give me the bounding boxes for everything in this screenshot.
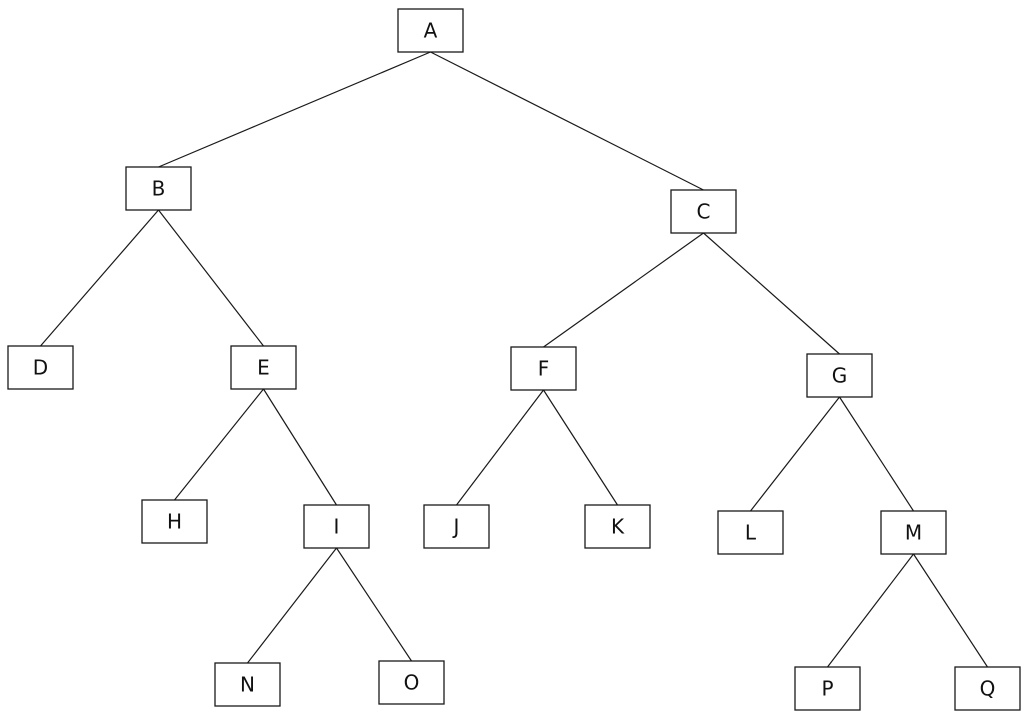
node-label: J xyxy=(452,515,460,539)
node-box xyxy=(510,346,577,391)
node-label: A xyxy=(424,19,438,43)
tree-node-o: O xyxy=(378,660,445,705)
tree-node-g: G xyxy=(806,353,873,398)
node-box xyxy=(378,660,445,705)
node-box xyxy=(303,504,370,549)
edge-i-o xyxy=(336,547,412,662)
node-label: I xyxy=(334,515,340,539)
node-label: Q xyxy=(980,677,996,701)
edge-m-p xyxy=(827,553,914,668)
node-label: H xyxy=(167,510,182,534)
node-box xyxy=(670,189,737,234)
edge-b-e xyxy=(158,209,264,347)
tree-node-k: K xyxy=(584,504,651,549)
edges-layer xyxy=(40,51,989,668)
node-label: E xyxy=(257,356,270,380)
node-box xyxy=(423,504,490,549)
edge-g-l xyxy=(750,396,840,512)
tree-node-c: C xyxy=(670,189,737,234)
tree-node-m: M xyxy=(880,510,947,555)
edge-e-i xyxy=(262,388,338,506)
edge-f-j xyxy=(456,389,544,506)
node-label: L xyxy=(745,521,757,545)
node-box xyxy=(880,510,947,555)
tree-node-e: E xyxy=(230,345,297,390)
tree-node-h: H xyxy=(141,499,208,544)
node-label: O xyxy=(404,671,420,695)
edge-m-q xyxy=(912,553,989,668)
node-label: M xyxy=(905,521,922,545)
edge-a-c xyxy=(430,51,704,191)
tree-node-f: F xyxy=(510,346,577,391)
node-box xyxy=(141,499,208,544)
node-box xyxy=(397,8,464,53)
edge-c-f xyxy=(543,232,704,348)
node-box xyxy=(214,662,281,707)
node-label: K xyxy=(611,515,625,539)
edge-e-h xyxy=(174,388,264,501)
node-label: D xyxy=(33,356,48,380)
node-box xyxy=(7,345,74,390)
nodes-layer: A B C D E F G H I J K L M N O P Q xyxy=(7,8,1021,711)
node-box xyxy=(806,353,873,398)
node-box xyxy=(584,504,651,549)
node-box xyxy=(717,510,784,555)
tree-node-b: B xyxy=(125,166,192,211)
edge-g-m xyxy=(838,396,915,512)
node-box xyxy=(954,666,1021,711)
tree-node-i: I xyxy=(303,504,370,549)
node-label: G xyxy=(832,364,848,388)
edge-i-n xyxy=(247,547,337,664)
edge-c-g xyxy=(703,232,840,355)
edge-a-b xyxy=(158,51,431,168)
tree-node-l: L xyxy=(717,510,784,555)
tree-node-d: D xyxy=(7,345,74,390)
node-box xyxy=(794,666,861,711)
edge-b-d xyxy=(40,209,159,347)
tree-node-a: A xyxy=(397,8,464,53)
node-label: C xyxy=(697,200,711,224)
node-box xyxy=(230,345,297,390)
edge-f-k xyxy=(542,389,619,506)
tree-node-q: Q xyxy=(954,666,1021,711)
node-label: F xyxy=(538,357,550,381)
node-label: N xyxy=(240,673,255,697)
tree-node-j: J xyxy=(423,504,490,549)
node-box xyxy=(125,166,192,211)
node-label: B xyxy=(152,177,166,201)
tree-node-n: N xyxy=(214,662,281,707)
tree-node-p: P xyxy=(794,666,861,711)
node-label: P xyxy=(821,677,833,701)
